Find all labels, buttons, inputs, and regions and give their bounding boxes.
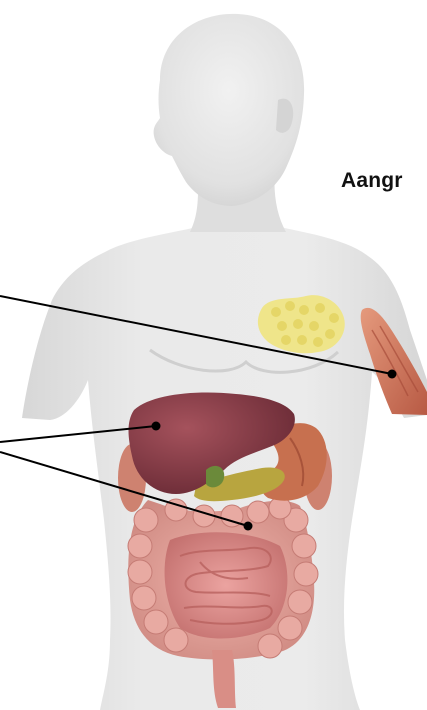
diagram-caption: Aangr <box>341 169 403 193</box>
small-intestine <box>165 532 288 638</box>
leader-dot-liver <box>152 422 161 431</box>
leader-dot-muscle <box>388 370 397 379</box>
leader-dot-colon <box>244 522 253 531</box>
